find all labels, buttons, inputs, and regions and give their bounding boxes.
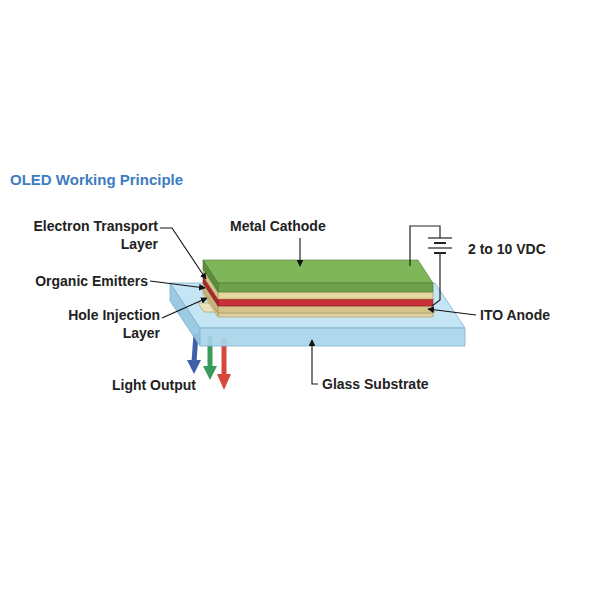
leader-line bbox=[312, 340, 318, 384]
cathode-left bbox=[203, 260, 218, 292]
metal-cathode bbox=[203, 260, 433, 292]
glass-left bbox=[170, 283, 200, 346]
battery-plate bbox=[434, 242, 446, 244]
ito-front bbox=[218, 313, 433, 317]
emitter-front bbox=[218, 299, 433, 306]
part-label: Hole Injection Layer bbox=[40, 306, 160, 342]
part-label: Organic Emitters bbox=[20, 272, 148, 290]
green-light-head bbox=[203, 366, 217, 380]
part-label: Glass Substrate bbox=[322, 375, 472, 393]
red-light-head bbox=[217, 374, 231, 390]
glass-front bbox=[200, 328, 465, 346]
leader-line bbox=[299, 238, 300, 266]
hole-injection-layer bbox=[203, 283, 433, 313]
part-label: 2 to 10 VDC bbox=[468, 240, 588, 258]
ito-top bbox=[203, 290, 433, 313]
wire-to-anode bbox=[432, 253, 440, 306]
leader-line bbox=[428, 309, 476, 315]
cathode-front bbox=[218, 283, 433, 292]
part-label: ITO Anode bbox=[480, 306, 590, 324]
part-label: Metal Cathode bbox=[230, 217, 360, 235]
diagram-title: OLED Working Principle bbox=[10, 171, 183, 189]
leader-line bbox=[160, 228, 206, 279]
leader-line bbox=[162, 298, 207, 318]
battery-plate bbox=[428, 237, 452, 238]
battery-plate bbox=[428, 247, 452, 248]
ito-anode bbox=[198, 290, 435, 317]
leader-lines bbox=[150, 228, 476, 384]
part-label: Electron Transport Layer bbox=[8, 217, 158, 253]
leader-line bbox=[150, 281, 205, 288]
etl-front bbox=[218, 292, 433, 299]
blue-light-head bbox=[187, 360, 201, 374]
cathode-top bbox=[203, 260, 433, 283]
wire-to-cathode bbox=[410, 226, 440, 266]
battery-circuit bbox=[410, 226, 452, 306]
hil-top bbox=[203, 283, 433, 306]
part-label: Light Output bbox=[112, 376, 222, 394]
hil-front bbox=[218, 306, 433, 313]
